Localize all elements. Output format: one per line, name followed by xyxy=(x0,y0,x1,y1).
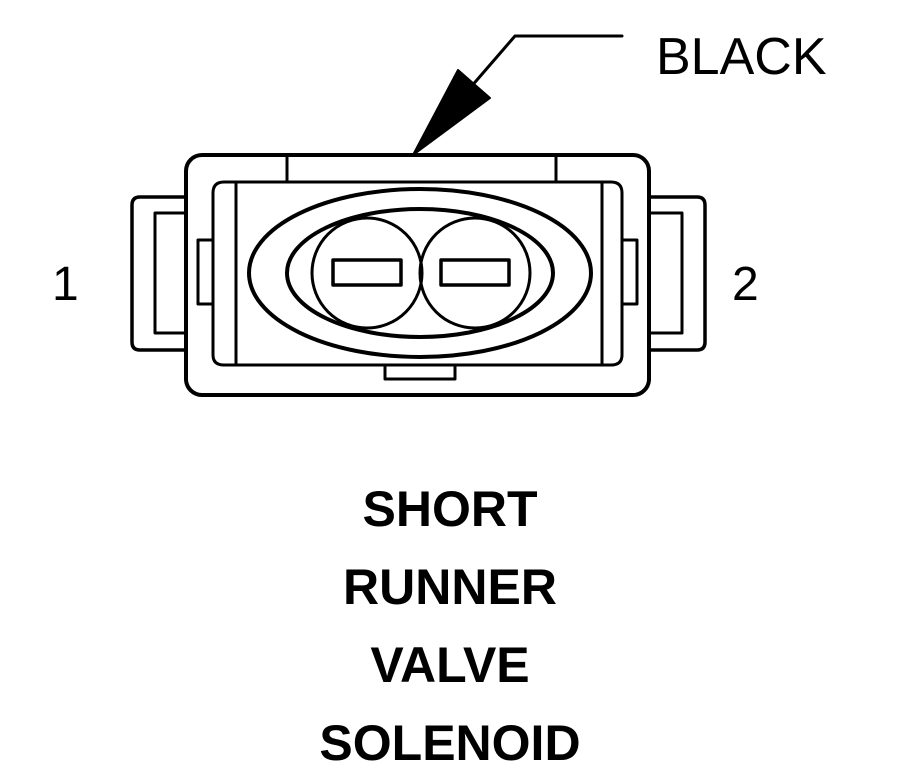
callout-leader xyxy=(412,34,624,156)
connector-face xyxy=(247,187,593,359)
terminal-1 xyxy=(310,216,424,330)
component-caption: SHORT RUNNER VALVE SOLENOID xyxy=(0,470,900,782)
caption-line: SOLENOID xyxy=(319,715,581,771)
connector-drawing xyxy=(130,34,707,397)
caption-line: RUNNER xyxy=(343,559,557,615)
pin-2-label: 2 xyxy=(732,258,759,311)
connector-body xyxy=(184,153,651,397)
wire-color-label: BLACK xyxy=(656,28,827,86)
terminal-2 xyxy=(418,216,532,330)
arrowhead-icon xyxy=(412,69,491,156)
latch-right xyxy=(620,195,707,352)
pin-1-label: 1 xyxy=(52,258,79,311)
caption-line: SHORT xyxy=(362,481,538,537)
connector-diagram: BLACK 1 2 SHORT RUNNER VALVE SOLENOID xyxy=(52,28,827,771)
latch-left xyxy=(130,195,215,352)
caption-line: VALVE xyxy=(370,637,530,693)
